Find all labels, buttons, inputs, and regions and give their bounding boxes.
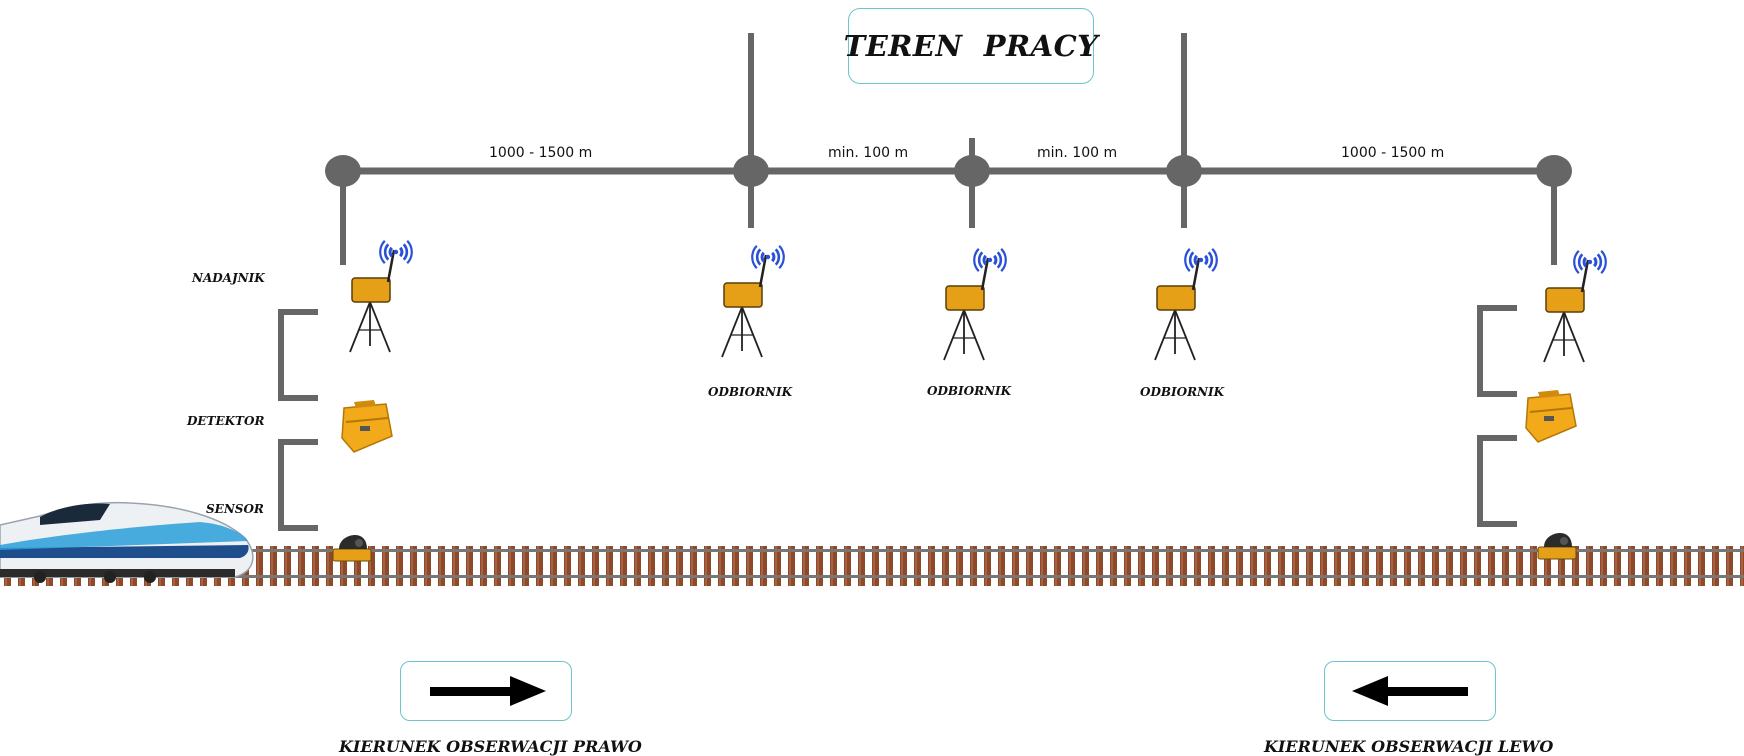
node-dot: [954, 155, 990, 187]
direction-right-box: [400, 661, 572, 721]
bracket-right: [1477, 305, 1517, 527]
direction-left-label: KIERUNEK OBSERWACJI LEWO: [1264, 737, 1554, 756]
radio-device-icon: [943, 248, 1007, 361]
arrow-right-icon: [430, 676, 546, 706]
radio-device-icon: [1543, 250, 1607, 363]
signal-waves-icon: [751, 245, 785, 269]
direction-right-label: KIERUNEK OBSERWACJI PRAWO: [339, 737, 642, 756]
signal-waves-icon: [379, 240, 413, 264]
signal-waves-icon: [1184, 248, 1218, 272]
receiver-label-2: ODBIORNIK: [927, 384, 1012, 398]
radio-device-icon: [721, 245, 785, 358]
arrow-left-icon: [1352, 676, 1468, 706]
distance-label-4: 1000 - 1500 m: [1341, 145, 1445, 161]
rail-sensor-icon: [1537, 533, 1577, 560]
node-dot: [1536, 155, 1572, 187]
node-dot: [1166, 155, 1202, 187]
railway-track: [0, 546, 1744, 586]
receiver-label-3: ODBIORNIK: [1140, 385, 1225, 399]
direction-left-box: [1324, 661, 1496, 721]
node-dot: [733, 155, 769, 187]
distance-label-2: min. 100 m: [828, 145, 909, 161]
node-dot: [325, 155, 361, 187]
rail-sensor-icon: [332, 535, 372, 562]
page-title: TEREN PRACY: [844, 8, 1098, 84]
radio-device-icon: [1154, 248, 1218, 361]
distance-label-1: 1000 - 1500 m: [489, 145, 593, 161]
distance-label-3: min. 100 m: [1037, 145, 1118, 161]
transmitter-label: NADAJNIK: [192, 271, 265, 285]
radio-device-icon: [349, 240, 413, 353]
signal-waves-icon: [973, 248, 1007, 272]
detector-case-icon: [341, 400, 393, 453]
train-icon: [0, 501, 254, 583]
distance-line: [325, 33, 1572, 265]
sensor-label: SENSOR: [206, 502, 264, 516]
detector-case-icon: [1525, 390, 1577, 443]
detector-label: DETEKTOR: [187, 414, 265, 428]
bracket-left: [278, 309, 318, 531]
signal-waves-icon: [1573, 250, 1607, 274]
receiver-label-1: ODBIORNIK: [708, 385, 793, 399]
